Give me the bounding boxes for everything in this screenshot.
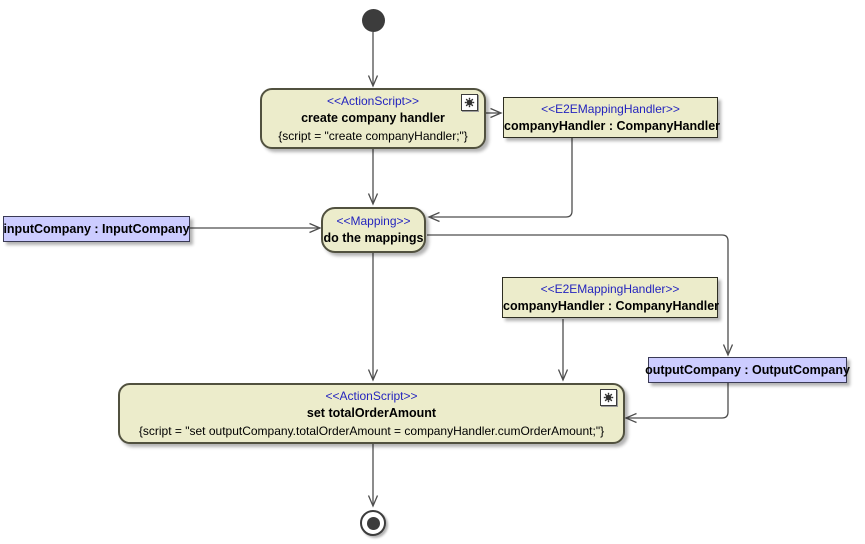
edge-create-action-to-handler-top[interactable] <box>486 107 503 119</box>
edge-output-company-to-set-action[interactable] <box>624 383 729 424</box>
action-name: create company handler <box>301 111 445 125</box>
edge-handler-bottom-to-set-action[interactable] <box>557 319 569 382</box>
gear-icon <box>461 94 478 111</box>
edge-set-action-to-final[interactable] <box>367 444 379 508</box>
object-name: inputCompany : InputCompany <box>3 222 190 236</box>
edge-initial-to-create-action[interactable] <box>367 32 379 88</box>
object-name: companyHandler : CompanyHandler <box>503 299 720 313</box>
script-property: {script = "create companyHandler;"} <box>278 129 468 143</box>
action-name: do the mappings <box>323 231 424 245</box>
action-create-company-handler[interactable]: <<ActionScript>> create company handler … <box>260 88 486 149</box>
edge-create-action-to-mapping[interactable] <box>367 149 379 206</box>
initial-node[interactable] <box>362 9 385 32</box>
action-do-the-mappings[interactable]: <<Mapping>> do the mappings <box>321 207 426 253</box>
object-input-company[interactable]: inputCompany : InputCompany <box>3 216 190 242</box>
stereotype-label: <<Mapping>> <box>336 214 411 228</box>
final-node-dot <box>366 516 380 530</box>
object-output-company[interactable]: outputCompany : OutputCompany <box>645 357 850 383</box>
edge-handler-top-to-mapping[interactable] <box>427 138 573 223</box>
object-company-handler-top[interactable]: <<E2EMappingHandler>> companyHandler : C… <box>503 97 721 138</box>
action-set-total-order-amount[interactable]: <<ActionScript>> set totalOrderAmount {s… <box>118 383 625 444</box>
stereotype-label: <<E2EMappingHandler>> <box>541 102 680 116</box>
edge-mapping-to-set-action[interactable] <box>367 253 379 382</box>
script-property: {script = "set outputCompany.totalOrderA… <box>138 424 605 438</box>
stereotype-label: <<ActionScript>> <box>325 389 418 403</box>
stereotype-label: <<ActionScript>> <box>326 94 420 108</box>
object-company-handler-bottom[interactable]: <<E2EMappingHandler>> companyHandler : C… <box>502 277 720 318</box>
final-node[interactable] <box>360 510 386 536</box>
action-name: set totalOrderAmount <box>306 406 437 420</box>
stereotype-label: <<E2EMappingHandler>> <box>540 282 680 296</box>
gear-icon <box>600 389 617 406</box>
edge-input-company-to-mapping[interactable] <box>190 222 322 234</box>
object-name: companyHandler : CompanyHandler <box>504 119 721 133</box>
object-name: outputCompany : OutputCompany <box>645 363 850 377</box>
